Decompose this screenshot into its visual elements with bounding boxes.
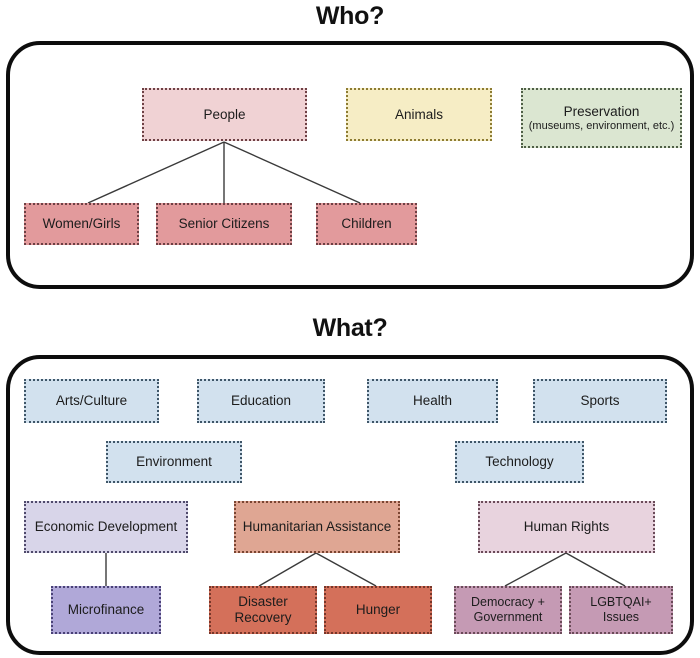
node-sports[interactable]: Sports xyxy=(533,379,667,423)
node-technology-label: Technology xyxy=(485,454,554,470)
node-preservation-sublabel: (museums, environment, etc.) xyxy=(528,119,675,132)
node-sports-label: Sports xyxy=(580,393,620,409)
node-human-rights[interactable]: Human Rights xyxy=(478,501,655,553)
node-microfinance-label: Microfinance xyxy=(67,602,145,618)
section-title-what: What? xyxy=(312,314,388,342)
node-economic-development-label: Economic Development xyxy=(34,519,178,535)
node-education-label: Education xyxy=(230,393,292,409)
node-lgbtqai-issues-label: LGBTQAI+ Issues xyxy=(590,595,652,624)
node-animals[interactable]: Animals xyxy=(346,88,492,141)
node-economic-development[interactable]: Economic Development xyxy=(24,501,188,553)
node-democracy-government[interactable]: Democracy + Government xyxy=(454,586,562,634)
node-children-label: Children xyxy=(341,216,392,232)
node-disaster-recovery[interactable]: Disaster Recovery xyxy=(209,586,317,634)
node-environment[interactable]: Environment xyxy=(106,441,242,483)
node-disaster-recovery-label: Disaster Recovery xyxy=(234,594,292,625)
node-hunger[interactable]: Hunger xyxy=(324,586,432,634)
node-hunger-label: Hunger xyxy=(355,602,401,618)
node-health[interactable]: Health xyxy=(367,379,498,423)
node-education[interactable]: Education xyxy=(197,379,325,423)
node-women-girls-label: Women/Girls xyxy=(42,216,121,232)
node-human-rights-label: Human Rights xyxy=(523,519,610,535)
node-animals-label: Animals xyxy=(394,106,443,122)
section-title-who: Who? xyxy=(315,2,385,30)
node-senior-citizens[interactable]: Senior Citizens xyxy=(156,203,292,245)
node-people-label: People xyxy=(203,106,246,122)
node-senior-citizens-label: Senior Citizens xyxy=(178,216,270,232)
node-preservation-label: Preservation xyxy=(563,103,640,119)
node-arts-culture[interactable]: Arts/Culture xyxy=(24,379,159,423)
node-microfinance[interactable]: Microfinance xyxy=(51,586,161,634)
node-humanitarian-assistance[interactable]: Humanitarian Assistance xyxy=(234,501,400,553)
node-children[interactable]: Children xyxy=(316,203,417,245)
node-preservation[interactable]: Preservation (museums, environment, etc.… xyxy=(521,88,682,148)
node-women-girls[interactable]: Women/Girls xyxy=(24,203,139,245)
node-people[interactable]: People xyxy=(142,88,307,141)
node-democracy-government-label: Democracy + Government xyxy=(471,595,545,624)
node-humanitarian-assistance-label: Humanitarian Assistance xyxy=(242,519,392,535)
node-health-label: Health xyxy=(412,393,453,409)
node-environment-label: Environment xyxy=(136,454,212,470)
node-technology[interactable]: Technology xyxy=(455,441,584,483)
panel-who xyxy=(6,41,694,289)
node-arts-culture-label: Arts/Culture xyxy=(55,393,128,409)
node-lgbtqai-issues[interactable]: LGBTQAI+ Issues xyxy=(569,586,673,634)
